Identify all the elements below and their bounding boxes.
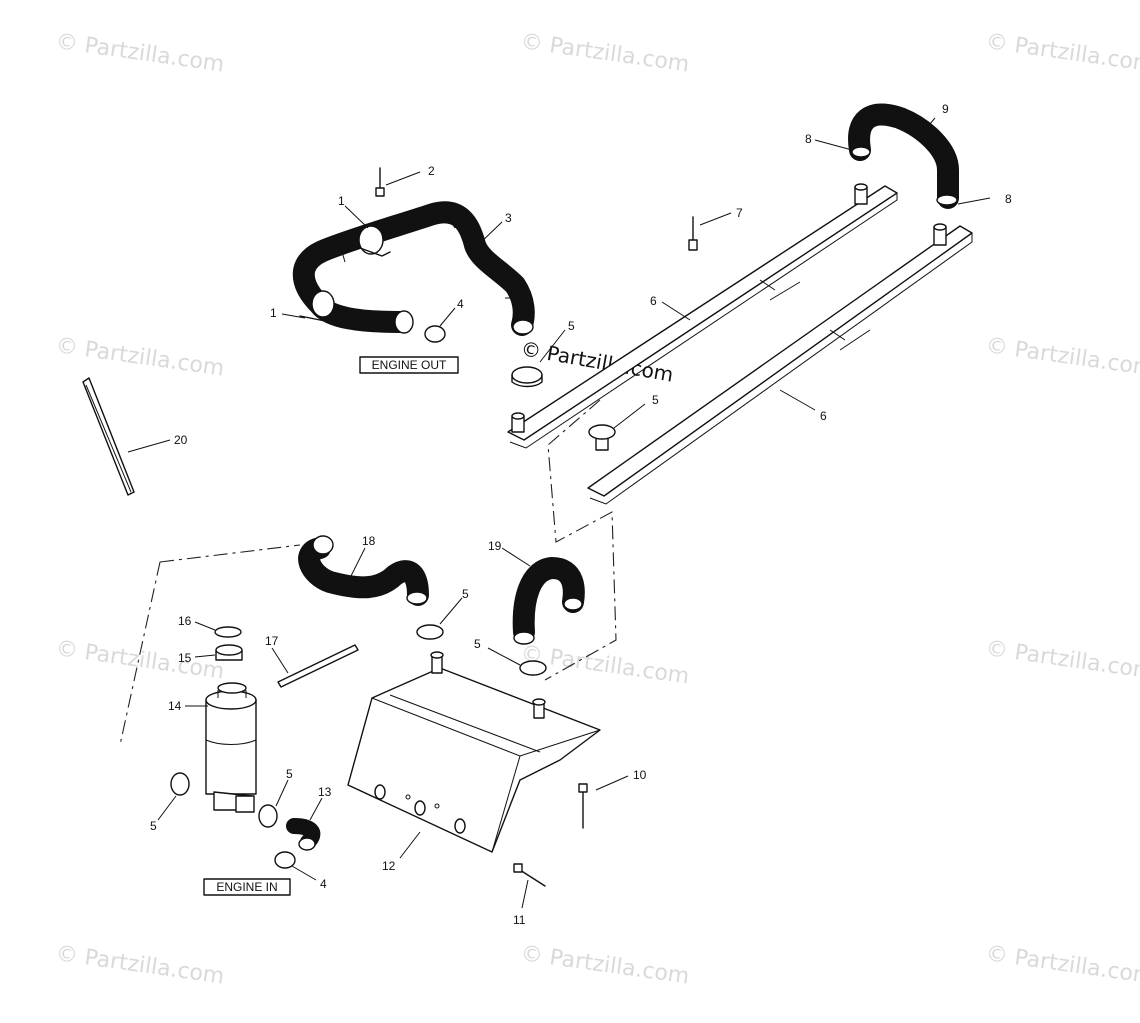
callout-5: 5 <box>474 637 481 651</box>
callout-2: 2 <box>428 164 435 178</box>
callout-numbers: 1 2 3 1 4 5 6 8 9 8 7 5 6 20 18 19 5 5 1… <box>150 102 1012 927</box>
watermark-text: © Partzilla.com <box>54 941 226 989</box>
engine-out-label: ENGINE OUT <box>372 358 447 372</box>
callout-4: 4 <box>457 297 464 311</box>
callout-7: 7 <box>736 206 743 220</box>
part-14-reservoir <box>205 682 257 813</box>
watermark-text: © Partzilla.com <box>54 333 226 381</box>
callout-3: 3 <box>505 211 512 225</box>
part-7-bolt <box>688 216 698 251</box>
part-12-tank-shield <box>347 651 601 853</box>
watermark-text: © Partzilla.com <box>984 636 1140 684</box>
engine-in-label-box: ENGINE IN <box>203 878 291 896</box>
part-15-cap <box>215 644 243 661</box>
part-5-clamp-f <box>258 804 278 828</box>
callout-20: 20 <box>174 433 188 447</box>
part-1-clamp-lower <box>299 290 337 323</box>
callout-4: 4 <box>320 877 327 891</box>
part-20-strap <box>82 377 135 496</box>
callout-8: 8 <box>805 132 812 146</box>
watermark-group: © Partzilla.com © Partzilla.com © Partzi… <box>54 29 1140 989</box>
callout-5: 5 <box>568 319 575 333</box>
callout-10: 10 <box>633 768 647 782</box>
callout-5: 5 <box>652 393 659 407</box>
part-6-rail-upper <box>507 183 898 449</box>
part-5-clamp-a <box>511 366 543 388</box>
part-5-clamp-c <box>416 624 444 640</box>
callout-18: 18 <box>362 534 376 548</box>
callout-11: 11 <box>513 913 526 927</box>
watermark-text: © Partzilla.com <box>984 333 1140 381</box>
part-16-gasket <box>214 626 242 638</box>
callout-5: 5 <box>462 587 469 601</box>
callout-6: 6 <box>820 409 827 423</box>
leader-lines <box>127 117 991 909</box>
watermark-text: © Partzilla.com <box>54 636 226 684</box>
callout-1: 1 <box>270 306 277 320</box>
callout-16: 16 <box>178 614 192 628</box>
callout-6: 6 <box>650 294 657 308</box>
part-4-clamp-lower <box>274 851 296 869</box>
callout-13: 13 <box>318 785 332 799</box>
part-2-bolt <box>375 167 385 197</box>
watermark-text: © Partzilla.com <box>519 29 691 77</box>
connection-lines <box>119 399 617 746</box>
part-10-bolt <box>578 783 588 829</box>
callout-1: 1 <box>338 194 345 208</box>
part-5-clamp-b <box>588 424 616 440</box>
callout-5: 5 <box>150 819 157 833</box>
callout-19: 19 <box>488 539 502 553</box>
engine-out-label-box: ENGINE OUT <box>359 356 459 374</box>
part-1-clamp-upper <box>358 225 391 257</box>
part-4-clamp-upper <box>424 325 446 343</box>
part-9-crossover-hose <box>848 103 959 209</box>
part-11-screw <box>513 863 546 887</box>
callout-14: 14 <box>168 699 182 713</box>
part-3-hose-engine-out <box>292 201 535 336</box>
part-17-tube <box>277 644 359 688</box>
engine-in-label: ENGINE IN <box>216 880 277 894</box>
watermark-text: © Partzilla.com <box>54 29 226 77</box>
watermark-text: © Partzilla.com <box>984 29 1140 77</box>
callout-15: 15 <box>178 651 192 665</box>
watermark-text: © Partzilla.com <box>984 941 1140 989</box>
part-13-elbow <box>286 818 321 851</box>
callout-8: 8 <box>1005 192 1012 206</box>
watermark-text: © Partzilla.com <box>519 941 691 989</box>
callout-9: 9 <box>942 102 949 116</box>
callout-12: 12 <box>382 859 396 873</box>
callout-5: 5 <box>286 767 293 781</box>
part-5-clamp-d <box>519 660 547 676</box>
part-19-hose <box>512 557 585 645</box>
part-5-clamp-e <box>170 772 190 796</box>
callout-17: 17 <box>265 634 279 648</box>
part-18-hose <box>298 535 429 606</box>
